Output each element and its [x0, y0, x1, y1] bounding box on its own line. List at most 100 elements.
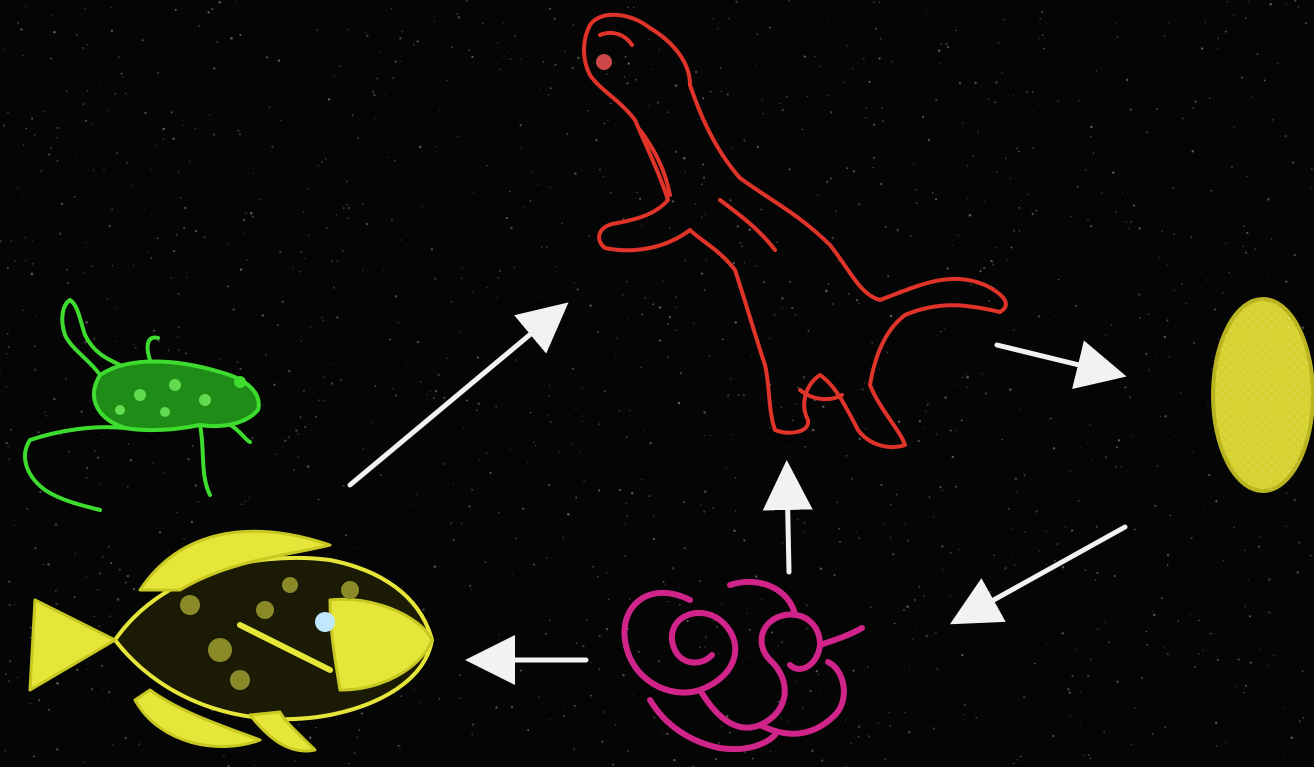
- speckle-dot: [881, 107, 883, 109]
- speckle-dot: [456, 135, 458, 137]
- speckle-dot: [162, 128, 164, 130]
- speckle-dot: [8, 346, 10, 348]
- speckle-dot: [435, 146, 436, 147]
- speckle-dot: [66, 269, 68, 271]
- speckle-dot: [1019, 409, 1020, 410]
- speckle-dot: [1167, 653, 1169, 655]
- speckle-dot: [778, 645, 780, 647]
- speckle-dot: [1217, 48, 1218, 49]
- speckle-dot: [1052, 735, 1054, 737]
- speckle-dot: [535, 335, 537, 337]
- speckle-dot: [297, 433, 299, 435]
- speckle-dot: [271, 145, 274, 148]
- speckle-dot: [846, 167, 848, 169]
- speckle-dot: [94, 616, 95, 617]
- speckle-dot: [669, 316, 671, 318]
- speckle-dot: [323, 399, 324, 400]
- speckle-dot: [1056, 543, 1058, 545]
- speckle-dot: [348, 763, 349, 764]
- speckle-dot: [577, 288, 579, 290]
- speckle-dot: [314, 347, 315, 348]
- speckle-dot: [97, 589, 99, 591]
- speckle-dot: [86, 44, 88, 46]
- speckle-dot: [22, 310, 23, 311]
- speckle-dot: [935, 198, 937, 200]
- speckle-dot: [39, 491, 41, 493]
- speckle-dot: [955, 30, 956, 31]
- speckle-dot: [789, 446, 790, 447]
- speckle-dot: [195, 230, 197, 232]
- speckle-dot: [198, 25, 200, 27]
- speckle-dot: [38, 431, 40, 433]
- speckle-dot: [482, 23, 483, 24]
- speckle-dot: [48, 709, 50, 711]
- speckle-dot: [1158, 257, 1159, 258]
- speckle-dot: [847, 45, 848, 46]
- speckle-dot: [284, 440, 286, 442]
- speckle-dot: [684, 260, 686, 262]
- speckle-dot: [599, 645, 600, 646]
- speckle-dot: [831, 303, 833, 305]
- speckle-dot: [941, 43, 942, 44]
- speckle-dot: [606, 572, 607, 573]
- speckle-dot: [1310, 555, 1311, 556]
- speckle-dot: [873, 157, 875, 159]
- speckle-dot: [133, 265, 134, 266]
- speckle-dot: [936, 434, 937, 435]
- speckle-dot: [288, 370, 291, 373]
- speckle-dot: [318, 399, 320, 401]
- speckle-dot: [9, 604, 11, 606]
- speckle-dot: [667, 323, 669, 325]
- speckle-dot: [148, 251, 149, 252]
- speckle-dot: [197, 501, 199, 503]
- speckle-dot: [354, 752, 356, 754]
- speckle-dot: [644, 430, 645, 431]
- speckle-dot: [1138, 293, 1140, 295]
- speckle-dot: [977, 131, 979, 133]
- speckle-dot: [679, 604, 680, 605]
- speckle-dot: [4, 750, 6, 752]
- speckle-dot: [125, 93, 126, 94]
- speckle-dot: [318, 499, 320, 501]
- speckle-dot: [964, 704, 966, 706]
- speckle-dot: [729, 199, 731, 201]
- speckle-dot: [896, 229, 899, 232]
- speckle-dot: [913, 163, 914, 164]
- speckle-dot: [522, 508, 524, 510]
- speckle-dot: [781, 641, 783, 643]
- speckle-dot: [582, 421, 583, 422]
- speckle-dot: [892, 553, 894, 555]
- speckle-dot: [851, 478, 853, 480]
- speckle-dot: [675, 151, 677, 153]
- speckle-dot: [796, 506, 797, 507]
- speckle-dot: [672, 200, 674, 202]
- speckle-dot: [979, 270, 981, 272]
- speckle-dot: [1216, 745, 1218, 747]
- speckle-dot: [308, 188, 310, 190]
- speckle-dot: [769, 338, 770, 339]
- speckle-dot: [907, 539, 910, 542]
- speckle-dot: [722, 338, 724, 340]
- speckle-dot: [253, 173, 254, 174]
- speckle-dot: [812, 429, 815, 432]
- speckle-dot: [1209, 97, 1211, 99]
- speckle-dot: [240, 268, 243, 271]
- speckle-dot: [472, 291, 473, 292]
- speckle-dot: [650, 410, 651, 411]
- speckle-dot: [213, 133, 215, 135]
- speckle-dot: [1002, 72, 1003, 73]
- speckle-dot: [132, 185, 133, 186]
- speckle-dot: [307, 465, 310, 468]
- speckle-dot: [640, 367, 641, 368]
- speckle-dot: [926, 635, 929, 638]
- speckle-dot: [527, 461, 529, 463]
- speckle-dot: [384, 94, 385, 95]
- speckle-dot: [1116, 212, 1117, 213]
- speckle-dot: [1012, 528, 1013, 529]
- speckle-dot: [86, 576, 87, 577]
- speckle-dot: [1139, 317, 1141, 319]
- speckle-dot: [1067, 688, 1070, 691]
- speckle-dot: [1264, 80, 1266, 82]
- speckle-dot: [865, 428, 866, 429]
- speckle-dot: [108, 702, 109, 703]
